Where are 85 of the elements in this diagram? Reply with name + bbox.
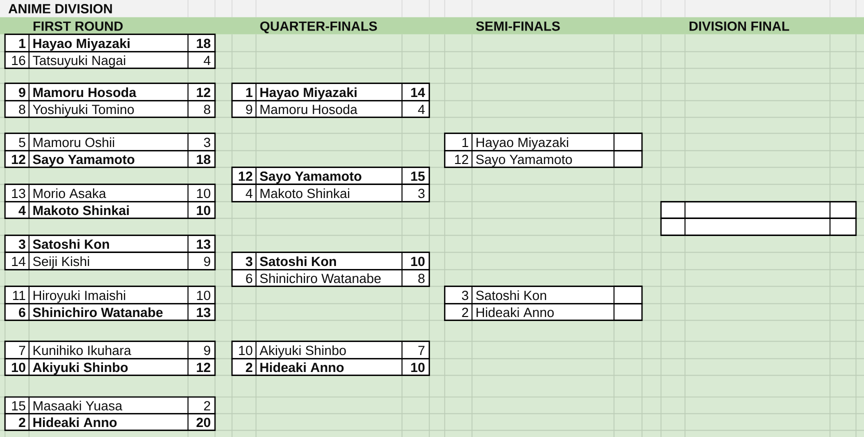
seed-number: 12 [12,154,26,164]
score-number: 10 [411,256,425,266]
seed-number: 3 [18,240,26,249]
score-number: 9 [204,256,210,266]
score-number: 3 [204,138,210,148]
player-name: Hideaki Anno [476,307,554,318]
score-number: 20 [196,418,210,428]
seed-number: 6 [246,274,252,284]
player-name: Yoshiyuki Tomino [32,104,134,117]
score-number: 8 [204,104,210,114]
score-number: 7 [418,346,424,355]
seed-number: 10 [239,346,252,356]
score-number: 18 [196,154,210,164]
player-name: Mamoru Hosoda [260,104,358,114]
score-number: 4 [418,104,425,114]
seed-number: 8 [19,104,26,114]
seed-number: 15 [12,401,26,410]
seed-number: 14 [12,256,26,266]
sheet-title: ANIME DIVISION [8,4,112,14]
round-heading: QUARTER-FINALS [260,21,377,34]
seed-number: 9 [246,104,252,114]
seed-number: 6 [18,308,26,318]
seed-number: 13 [12,188,26,198]
player-name: Sayo Yamamoto [476,154,572,167]
player-name: Morio Asaka [34,188,106,198]
score-number: 10 [197,188,210,198]
player-name: Hayao Miyazaki [260,87,356,100]
seed-number: 1 [19,38,26,48]
player-name: Mamoru Hosoda [33,87,136,98]
round-heading: SEMI-FINALS [476,21,560,31]
seed-number: 2 [462,308,468,317]
player-name: Shinichiro Watanabe [260,273,381,284]
score-number: 9 [204,346,210,356]
player-name: Akiyuki Shinbo [32,362,128,375]
seed-number: 11 [13,290,26,300]
player-name: Satoshi Kon [260,256,336,266]
score-number: 12 [196,362,210,372]
seed-number: 7 [19,346,26,355]
seed-number: 1 [246,88,252,97]
score-number: 4 [204,56,210,65]
seed-number: 2 [246,362,252,372]
player-name: Satoshi Kon [476,290,546,300]
score-number: 13 [196,308,210,318]
player-name: Shinichiro Watanabe [32,307,163,318]
seed-number: 16 [12,56,26,66]
player-name: Sayo Yamamoto [260,172,362,184]
score-number: 3 [418,188,425,198]
score-number: 10 [411,362,425,372]
seed-number: 10 [12,362,26,372]
seed-number: 5 [18,138,26,148]
seed-number: 9 [18,88,26,98]
player-name: Hideaki Anno [33,417,117,428]
score-number: 18 [196,38,210,48]
player-name: Kunihiko Ikuhara [34,345,132,356]
seed-number: 12 [455,154,468,164]
round-heading: FIRST ROUND [34,21,123,31]
seed-number: 4 [246,188,252,198]
player-name: Makoto Shinkai [260,188,350,198]
player-name: Hiroyuki Imaishi [34,290,126,303]
player-name: Hayao Miyazaki [476,137,568,150]
score-number: 14 [411,88,426,97]
player-name: Makoto Shinkai [33,205,129,216]
seed-number: 3 [246,256,252,266]
score-number: 8 [418,274,425,284]
seed-number: 2 [18,418,26,427]
seed-number: 3 [462,290,468,300]
seed-number: 1 [462,138,468,147]
score-number: 2 [204,401,210,410]
player-name: Hideaki Anno [260,362,344,372]
player-name: Tatsuyuki Nagai [32,55,126,68]
score-number: 10 [196,206,210,216]
player-name: Mamoru Oshii [34,137,114,148]
player-name: Satoshi Kon [32,239,109,249]
player-name: Seiji Kishi [33,256,90,269]
score-number: 15 [411,172,425,181]
round-heading: DIVISION FINAL [690,21,790,31]
player-name: Masaaki Yuasa [34,400,122,410]
player-name: Hayao Miyazaki [33,38,130,51]
score-number: 13 [196,240,210,249]
player-name: Akiyuki Shinbo [260,345,346,358]
seed-number: 12 [238,172,252,181]
score-number: 12 [196,88,210,97]
score-number: 10 [197,290,210,300]
seed-number: 4 [18,206,26,215]
player-name: Sayo Yamamoto [32,154,134,167]
